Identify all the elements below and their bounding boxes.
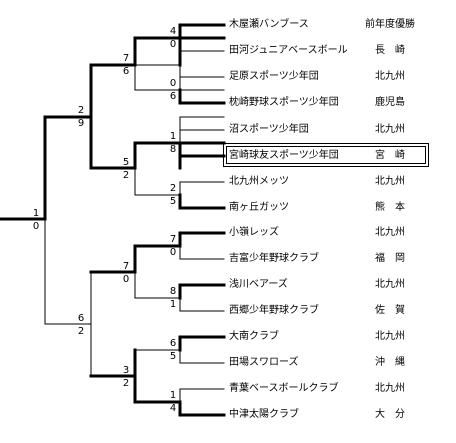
- score: 0: [169, 78, 177, 89]
- score: 3: [122, 365, 130, 376]
- team-prefecture: 北九州: [375, 227, 405, 238]
- team-name: 北九州メッツ: [229, 176, 289, 187]
- team-name: 中津太陽クラブ: [229, 409, 299, 420]
- team-name: 青葉ベースボールクラブ: [229, 383, 339, 394]
- team-name: 木屋瀬バンブース: [229, 19, 309, 30]
- score: 0: [169, 39, 177, 50]
- team-name: 田場スワローズ: [229, 357, 299, 368]
- team-name: 南ヶ丘ガッツ: [229, 202, 289, 213]
- score: 0: [169, 247, 177, 258]
- score: 2: [169, 183, 177, 194]
- score: 0: [32, 221, 40, 232]
- team-name: 浅川ベアーズ: [229, 279, 288, 290]
- team-prefecture: 沖 縄: [375, 357, 405, 368]
- team-name: 小嶺レッズ: [229, 227, 279, 238]
- team-name: 沼スポーツ少年団: [229, 124, 309, 135]
- score: 9: [77, 118, 85, 129]
- score: 2: [77, 105, 85, 116]
- score: 7: [122, 261, 130, 272]
- score: 6: [169, 91, 177, 102]
- score: 2: [122, 378, 130, 389]
- team-name: 西郷少年野球クラブ: [229, 305, 319, 316]
- score: 2: [122, 170, 130, 181]
- team-prefecture: 北九州: [375, 279, 405, 290]
- score: 4: [169, 403, 177, 414]
- team-name: 田河ジュニアベースボール: [229, 45, 348, 56]
- score: 2: [77, 326, 85, 337]
- team-prefecture: 北九州: [375, 124, 405, 135]
- score: 1: [169, 131, 177, 142]
- team-name: 枕崎野球スポーツ少年団: [229, 97, 339, 108]
- team-prefecture: 前年度優勝: [365, 19, 415, 30]
- team-prefecture: 北九州: [375, 383, 405, 394]
- team-name: 大南クラブ: [229, 331, 279, 342]
- team-prefecture: 北九州: [375, 71, 405, 82]
- score: 5: [169, 351, 177, 362]
- score: 1: [169, 390, 177, 401]
- team-prefecture: 長 崎: [375, 45, 405, 56]
- team-prefecture: 熊 本: [375, 202, 405, 213]
- team-prefecture: 佐 賀: [375, 305, 405, 316]
- score: 0: [122, 274, 130, 285]
- team-prefecture: 宮 崎: [375, 150, 405, 161]
- score: 7: [122, 53, 130, 64]
- team-prefecture: 北九州: [375, 176, 405, 187]
- highlighted-team-box: [223, 143, 429, 167]
- team-prefecture: 北九州: [375, 331, 405, 342]
- score: 1: [32, 208, 40, 219]
- score: 6: [122, 66, 130, 77]
- score: 6: [169, 338, 177, 349]
- score: 5: [122, 157, 130, 168]
- team-prefecture: 大 分: [375, 409, 405, 420]
- score: 8: [169, 286, 177, 297]
- team-name: 宮崎球友スポーツ少年団: [229, 150, 339, 161]
- score: 5: [169, 196, 177, 207]
- score: 4: [169, 26, 177, 37]
- team-prefecture: 鹿児島: [375, 97, 405, 108]
- score: 8: [169, 144, 177, 155]
- score: 1: [169, 299, 177, 310]
- team-prefecture: 福 岡: [375, 253, 405, 264]
- score: 6: [77, 313, 85, 324]
- score: 7: [169, 234, 177, 245]
- team-name: 吉富少年野球クラブ: [229, 253, 319, 264]
- team-name: 足原スポーツ少年団: [229, 71, 319, 82]
